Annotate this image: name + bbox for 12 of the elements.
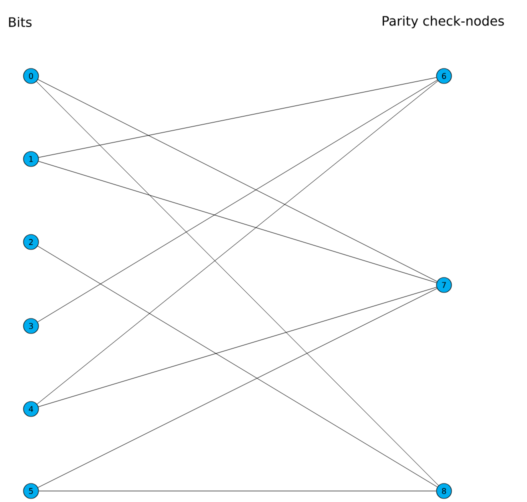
edge-line bbox=[36, 81, 439, 486]
edge-line bbox=[38, 77, 437, 158]
column-heading: Bits bbox=[9, 16, 32, 28]
edge-line bbox=[38, 288, 438, 488]
column-heading: Parity check-nodes bbox=[382, 16, 504, 28]
edge-line bbox=[38, 161, 437, 283]
edge-line bbox=[37, 246, 438, 488]
edge-line bbox=[38, 79, 438, 282]
edge-line bbox=[38, 490, 436, 492]
edge-line bbox=[36, 80, 438, 404]
edge-line bbox=[37, 80, 438, 322]
edge-line bbox=[38, 286, 437, 407]
